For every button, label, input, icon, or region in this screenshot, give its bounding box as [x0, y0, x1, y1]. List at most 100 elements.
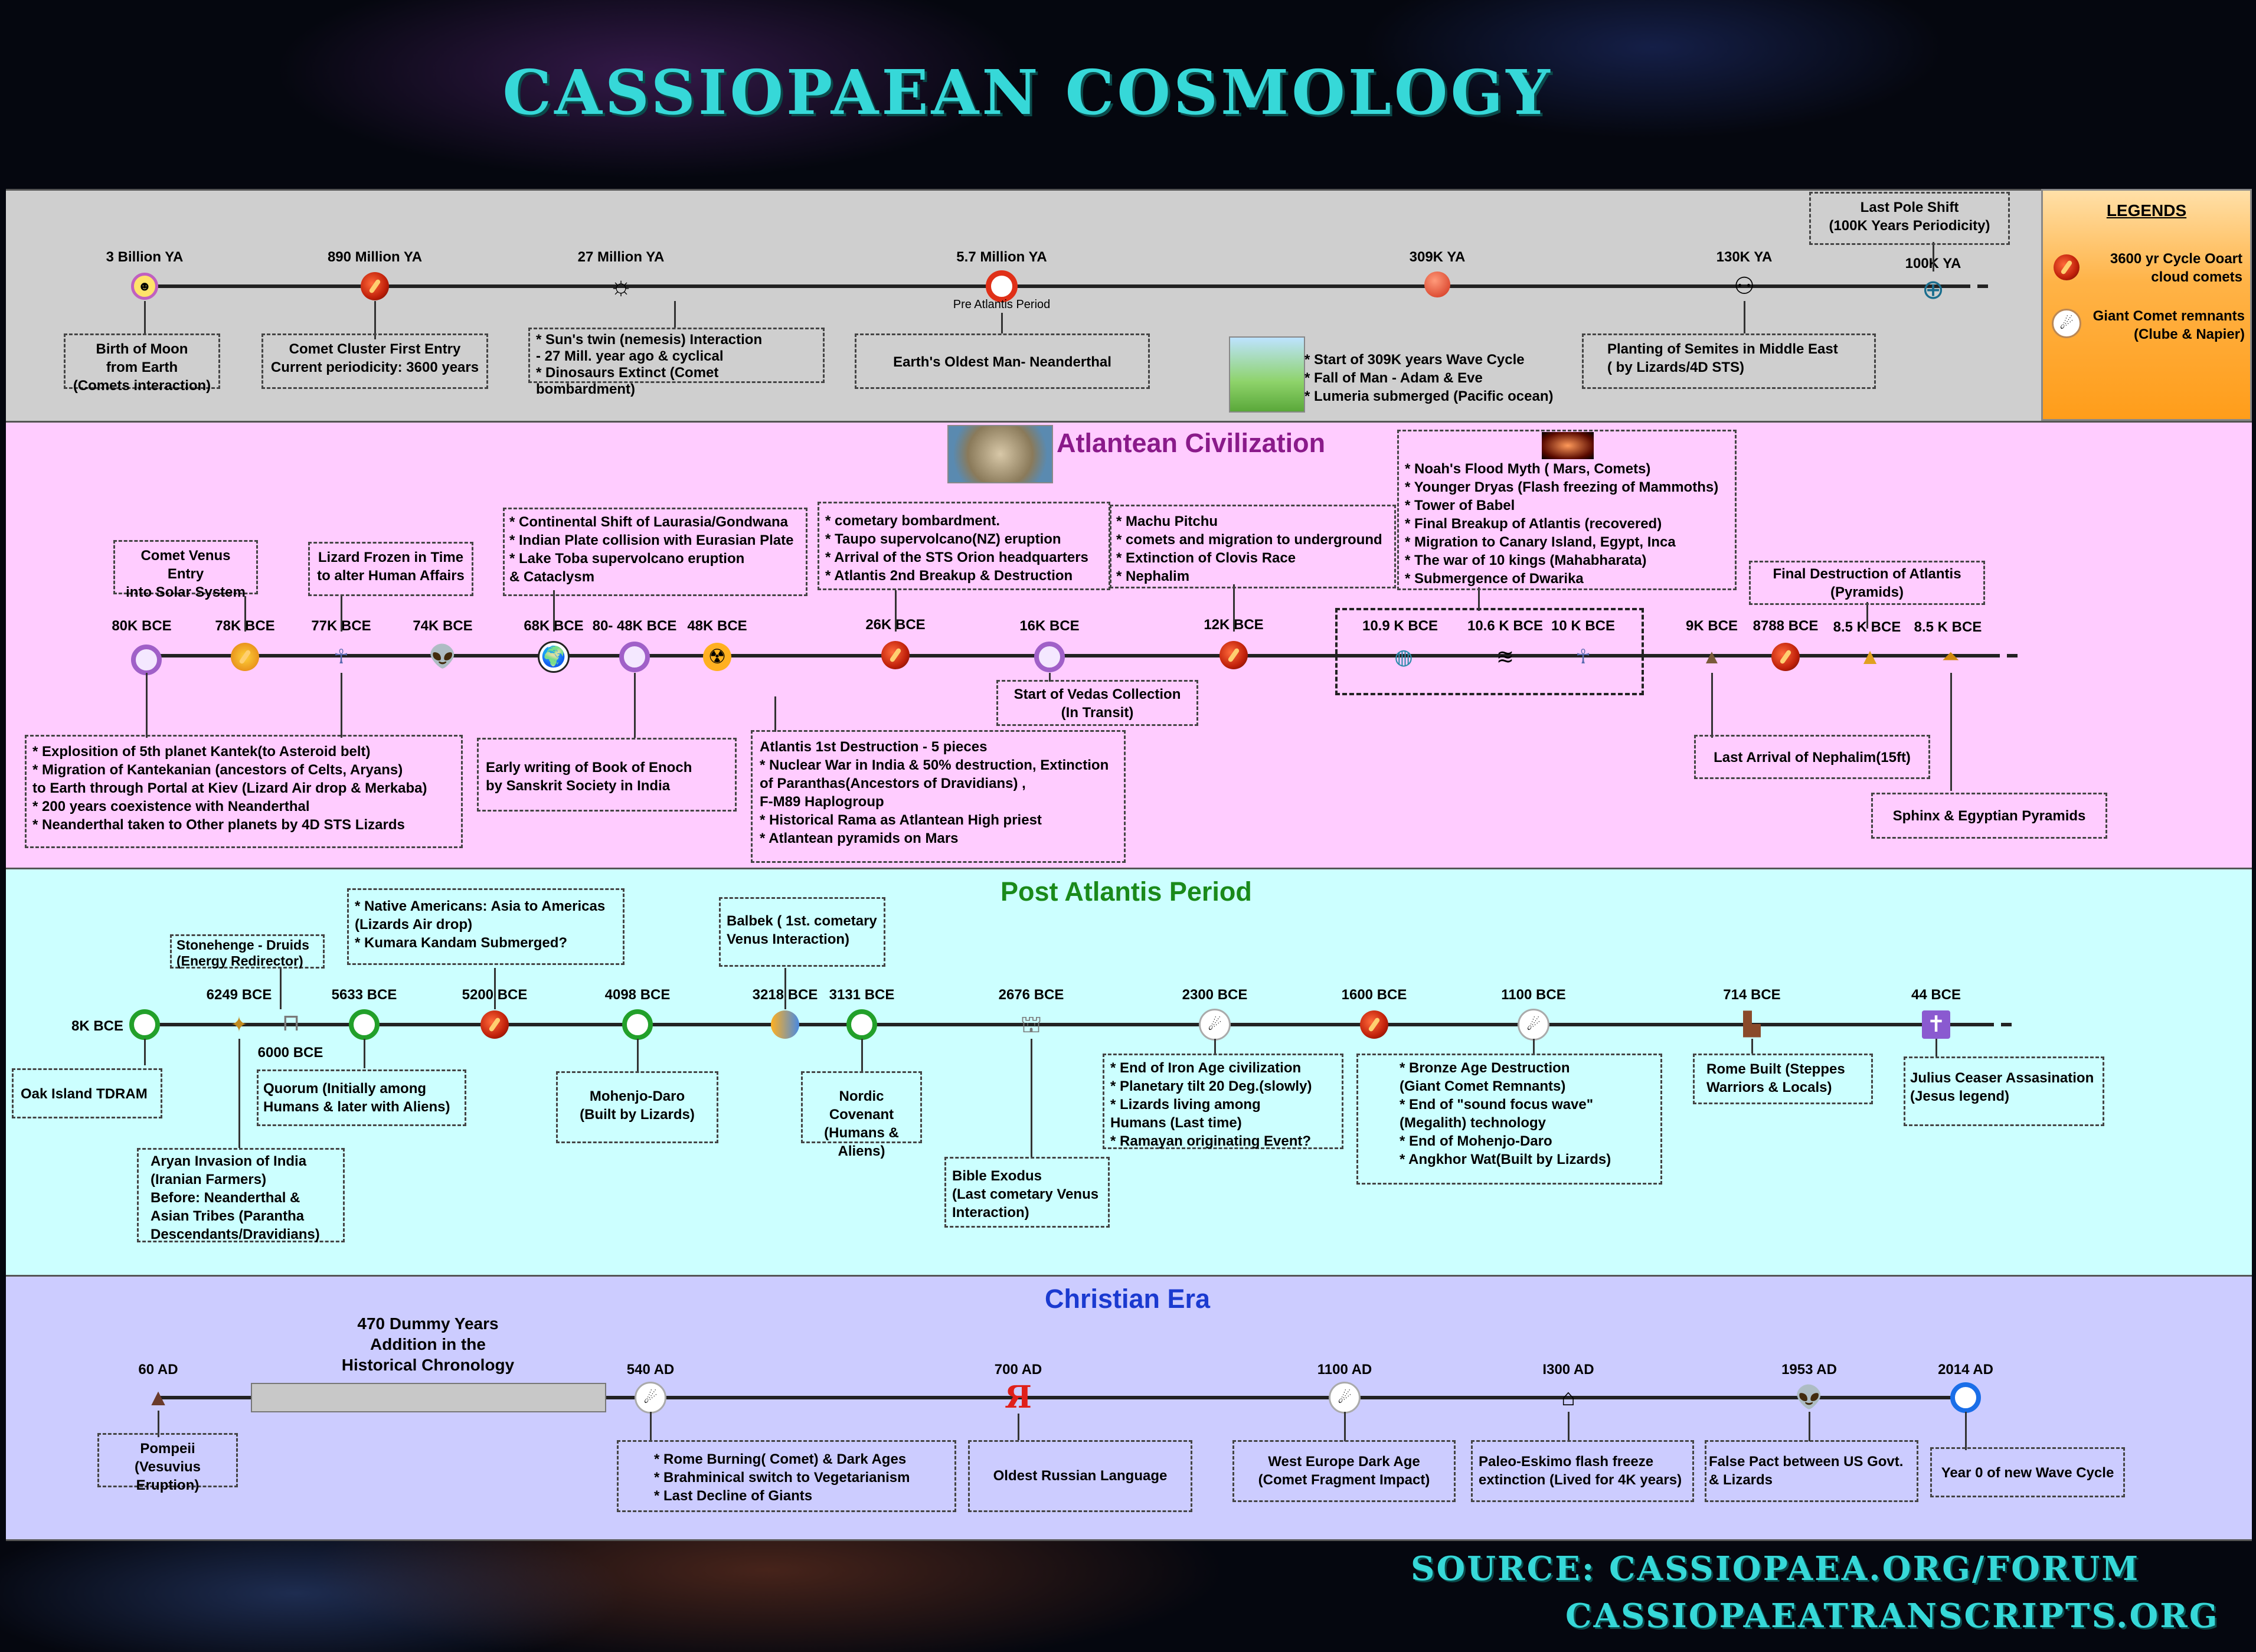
atlantean-timeline-continuation	[1989, 654, 2025, 657]
comet-5200-icon	[480, 1010, 509, 1039]
connector	[1744, 301, 1745, 333]
date-5633: 5633 BCE	[331, 987, 397, 1003]
date-8k: 8K BCE	[71, 1018, 124, 1034]
pre-atlantis-label: Pre Atlantis Period	[953, 298, 1051, 311]
rome-built-box: Rome Built (Steppes Warriors & Locals)	[1693, 1054, 1873, 1104]
christian-timeline	[159, 1396, 1977, 1399]
oak-island-marker-icon	[129, 1009, 160, 1040]
sphinx-icon: ⏶	[1941, 645, 1960, 669]
alien-icon: 👽	[429, 645, 457, 669]
comet-remnant-1100ad-icon: ☄	[1329, 1382, 1361, 1414]
date-130k: 130K YA	[1716, 249, 1773, 265]
cross-icon: ✝	[1922, 1010, 1950, 1039]
date-3131: 3131 BCE	[829, 987, 895, 1003]
connector	[774, 696, 776, 732]
russian-letter-icon: Я	[1005, 1379, 1032, 1415]
bronze-age-box: * Bronze Age Destruction (Giant Comet Re…	[1356, 1054, 1662, 1185]
comet-26k-icon	[881, 641, 910, 669]
rome-burning-box: * Rome Burning( Comet) & Dark Ages * Bra…	[617, 1440, 956, 1512]
date-4098: 4098 BCE	[604, 987, 671, 1003]
connector	[650, 1412, 652, 1441]
nephalim-icon: ▲	[1702, 646, 1722, 668]
vedas-marker-icon	[1034, 642, 1065, 672]
connector	[244, 596, 246, 632]
cometary-bombardment-box: * cometary bombardment. * Taupo supervol…	[818, 502, 1110, 590]
venus-interaction-icon	[771, 1010, 799, 1039]
nordic-covenant-box: Nordic Covenant (Humans & Aliens)	[801, 1071, 922, 1159]
lizard-frozen-box: Lizard Frozen in Time to alter Human Aff…	[308, 542, 473, 596]
date-714: 714 BCE	[1723, 987, 1781, 1003]
date-8788: 8788 BCE	[1753, 618, 1819, 634]
pole-shift-box: Last Pole Shift (100K Years Periodicity)	[1809, 192, 2010, 245]
date-1100ad: 1100 AD	[1317, 1362, 1372, 1378]
lizard-10k-icon: ☥	[1575, 646, 1591, 668]
connector	[634, 673, 636, 738]
connector	[1214, 1039, 1216, 1054]
date-10-6k: 10.6 K BCE	[1467, 618, 1544, 634]
venus-comet-icon	[231, 643, 259, 671]
connector	[144, 1039, 146, 1065]
people-icon: ⚇	[1734, 273, 1755, 299]
date-1100: 1100 BCE	[1501, 987, 1566, 1003]
pre-atlantis-marker-icon	[986, 270, 1018, 302]
connector	[494, 968, 496, 1009]
date-1953ad: 1953 AD	[1781, 1362, 1837, 1378]
quorum-marker-icon	[349, 1009, 380, 1040]
christian-title: Christian Era	[1045, 1284, 1211, 1314]
connector	[895, 590, 897, 632]
dummy-years-bar	[251, 1383, 606, 1412]
pyramid-icon: ▲	[1859, 645, 1881, 669]
semites-box: Planting of Semites in Middle East ( by …	[1582, 333, 1876, 389]
legend-item-comet: 3600 yr Cycle Ooart cloud comets	[2110, 251, 2242, 285]
date-48k: 48K BCE	[687, 618, 747, 634]
globe-icon: ⊕	[1921, 274, 1945, 305]
source-line-1: SOURCE: CASSIOPAEA.ORG/FORUM	[1411, 1549, 2140, 1588]
oldest-russian-box: Oldest Russian Language	[968, 1440, 1192, 1512]
connector	[1933, 242, 1934, 271]
connector	[637, 1039, 639, 1071]
connector	[1950, 673, 1952, 791]
sun-twin-box: * Sun's twin (nemesis) Interaction - 27 …	[528, 328, 825, 397]
atlantean-title: Atlantean Civilization	[1057, 428, 1326, 458]
quorum-box: Quorum (Initially among Humans & later w…	[257, 1069, 466, 1126]
aryan-icon: ✦	[230, 1012, 249, 1036]
balbek-box: Balbek ( 1st. cometary Venus Interaction…	[719, 897, 885, 967]
date-27-million: 27 Million YA	[577, 249, 665, 265]
connector	[374, 301, 376, 339]
comet-1600-icon	[1360, 1010, 1388, 1039]
connector	[238, 1039, 240, 1148]
post-timeline-continuation	[1983, 1023, 2019, 1026]
flood-icon: ≋	[1496, 645, 1515, 669]
vedas-box: Start of Vedas Collection (In Transit)	[996, 680, 1198, 726]
connector	[158, 1411, 159, 1437]
atlantis-image	[947, 425, 1053, 483]
connector	[364, 1039, 365, 1068]
connector	[1935, 1039, 1937, 1056]
date-2300: 2300 BCE	[1182, 987, 1248, 1003]
apple-icon	[1424, 271, 1450, 297]
date-6000: 6000 BCE	[257, 1045, 323, 1061]
earth-plates-icon: 🌍	[538, 641, 570, 673]
connector	[1478, 587, 1480, 611]
date-309k: 309K YA	[1409, 249, 1466, 265]
date-80-48k: 80- 48K BCE	[592, 618, 677, 634]
new-cycle-marker-icon	[1950, 1382, 1981, 1413]
connector	[341, 596, 342, 632]
connector	[1809, 1412, 1810, 1441]
pompeii-box: Pompeii (Vesuvius Eruption)	[97, 1433, 238, 1493]
date-10-9k: 10.9 K BCE	[1362, 618, 1438, 634]
aryan-invasion-box: Aryan Invasion of India (Iranian Farmers…	[137, 1148, 345, 1242]
year-zero-box: Year 0 of new Wave Cycle	[1930, 1447, 2125, 1497]
atlantis-final-group	[1335, 608, 1644, 695]
date-3-billion: 3 Billion YA	[106, 249, 184, 265]
date-890-million: 890 Million YA	[327, 249, 423, 265]
oldest-man-box: Earth's Oldest Man- Neanderthal	[855, 333, 1150, 389]
date-6249: 6249 BCE	[206, 987, 272, 1003]
date-60ad: 60 AD	[138, 1362, 178, 1378]
date-2014ad: 2014 AD	[1938, 1362, 1993, 1378]
west-europe-box: West Europe Dark Age (Comet Fragment Imp…	[1232, 1440, 1456, 1502]
igloo-icon: ⌂	[1561, 1385, 1576, 1411]
comet-8788-icon	[1771, 643, 1800, 671]
atlantis-first-destruction-box: Atlantis 1st Destruction - 5 pieces * Nu…	[751, 730, 1126, 863]
connector	[1568, 1412, 1570, 1441]
